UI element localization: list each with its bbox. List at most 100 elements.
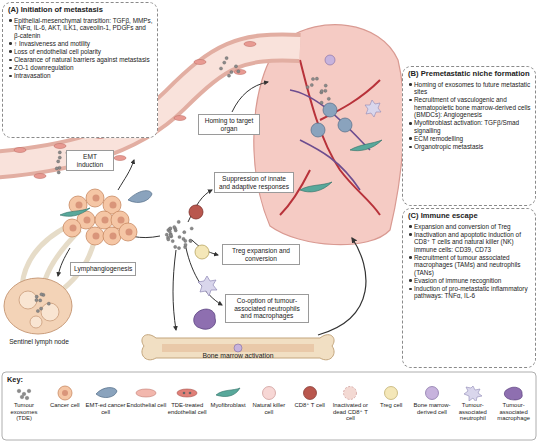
legend-entry: Endothelial cell [126, 385, 166, 409]
legend-icon [172, 385, 202, 401]
legend-icon [417, 385, 447, 401]
lymph-node [4, 278, 72, 334]
exosome [234, 65, 237, 68]
exosome [183, 392, 186, 395]
bmdc-cell [234, 344, 242, 352]
callout-box: Treg expansion and conversion [222, 244, 300, 265]
endothelial-cell [234, 70, 246, 75]
legend-entry: Treg cell [371, 385, 411, 409]
callout-text: Co-option of tumour-associated neutrophi… [229, 297, 305, 320]
exosome [168, 230, 171, 233]
exosome [57, 171, 60, 174]
bullet-item: Induction of pro-metastatic inflammatory… [408, 285, 531, 300]
exosome [327, 97, 330, 100]
legend-entry: Inactivated or dead CD8⁺ T cell [330, 385, 370, 422]
bullet-item: ZO-1 downregulation [8, 64, 153, 71]
text-panel: (A) Initiation of metastasisEpithelial-m… [2, 2, 158, 138]
cancer-nucleus [110, 202, 117, 209]
exosome [178, 235, 181, 238]
neutrophil [464, 386, 482, 401]
exosome [40, 307, 43, 310]
exosome [189, 239, 192, 242]
endothelial-cell [174, 116, 186, 121]
legend-icon [9, 385, 39, 401]
cancer-cell [338, 118, 352, 132]
bullet-item: Organotropic metastasis [408, 143, 531, 150]
legend-text: Myofibroblast [208, 402, 248, 409]
exosome [306, 86, 309, 89]
exosome [58, 156, 61, 159]
emt-cell [96, 388, 117, 398]
cancer-cell [58, 386, 72, 400]
emt-cell [128, 191, 152, 203]
legend-icon [213, 385, 243, 401]
exosome [169, 234, 172, 237]
legend-entry: Cancer cell [45, 385, 85, 409]
exosome [324, 89, 327, 92]
exosome [184, 243, 187, 246]
callout-text: Suppression of innate and adaptive respo… [218, 175, 290, 190]
legend-entry: Tumour-associated macrophage [494, 385, 534, 422]
myofibroblast [216, 388, 240, 397]
endothelial-cell [14, 148, 26, 153]
exosome [39, 299, 42, 302]
intravasation-arrow [118, 160, 134, 190]
exosome [237, 70, 240, 73]
bullet-item: Intravasation [8, 72, 153, 79]
bullet-item: Evasion of immune recognition [408, 277, 531, 284]
exosome [311, 77, 314, 80]
legend-entry: Tumour-associated neutrophil [453, 385, 493, 422]
legend-icon [91, 385, 121, 401]
text-panel: (C) Immune escapeExpansion and conversio… [402, 208, 536, 368]
bmdc-cell [426, 387, 439, 400]
cancer-nucleus [102, 217, 109, 224]
legend-entry: Tumour exosomes (TDE) [4, 385, 44, 422]
cancer-cell [63, 219, 81, 237]
cancer-nucleus [70, 225, 77, 232]
exosome [173, 225, 176, 228]
bullet-item: ECM remodelling [408, 135, 531, 142]
neutrophil [198, 276, 217, 296]
exosome [324, 84, 327, 87]
legend-text: Bone marrow-derived cell [412, 402, 452, 415]
text-panel: (B) Premetastatic niche formationHoming … [402, 66, 536, 206]
exosome [171, 240, 174, 243]
cancer-nucleus [84, 217, 91, 224]
bullet-item: Epithelial-mesenchymal transition: TGFβ,… [8, 17, 153, 39]
exosome [165, 233, 168, 236]
legend-icon [295, 385, 325, 401]
bone-to-lung-arrow [318, 238, 366, 335]
panel-heading: (A) Initiation of metastasis [8, 6, 153, 15]
panel-heading: (B) Premetastatic niche formation [408, 70, 531, 79]
bullet-item: Homing of exosomes to future metastatic … [408, 81, 531, 96]
cancer-nucleus [110, 233, 117, 240]
endothelial-cell [54, 144, 66, 149]
lung-vessel [290, 90, 370, 190]
legend-text: Endothelial cell [126, 402, 166, 409]
cancer-nucleus [93, 195, 100, 202]
legend-entry: Myofibroblast [208, 385, 248, 409]
endothelial-cell [114, 156, 126, 161]
endothelial-cell [34, 174, 46, 179]
myofibroblast [300, 182, 332, 192]
exosome [40, 293, 43, 296]
legend-entry: EMT-ed cancer cell [86, 385, 126, 415]
treg-cell [385, 387, 398, 400]
key-heading: Key: [7, 375, 37, 384]
legend-icon [458, 385, 488, 401]
bullet-item: Recruitment of tumour associated macroph… [408, 254, 531, 276]
legend-text: Cancer cell [45, 402, 85, 409]
legend-icon [499, 385, 529, 401]
lung-vessel [280, 60, 380, 215]
legend-text: EMT-ed cancer cell [86, 402, 126, 415]
cd8-t-cell [189, 205, 203, 219]
cancer-cell [311, 123, 325, 137]
callout-text: EMT induction [70, 153, 110, 168]
exosome [320, 89, 323, 92]
bone-outline [138, 328, 338, 370]
bullet-item: Recruitment of vasculogenic and hematopo… [408, 96, 531, 118]
lymph-follicle [41, 303, 59, 321]
cancer-nucleus [126, 229, 133, 236]
bullet-item: Inactivation and apoptotic induction of … [408, 231, 531, 253]
exosome [35, 299, 38, 302]
